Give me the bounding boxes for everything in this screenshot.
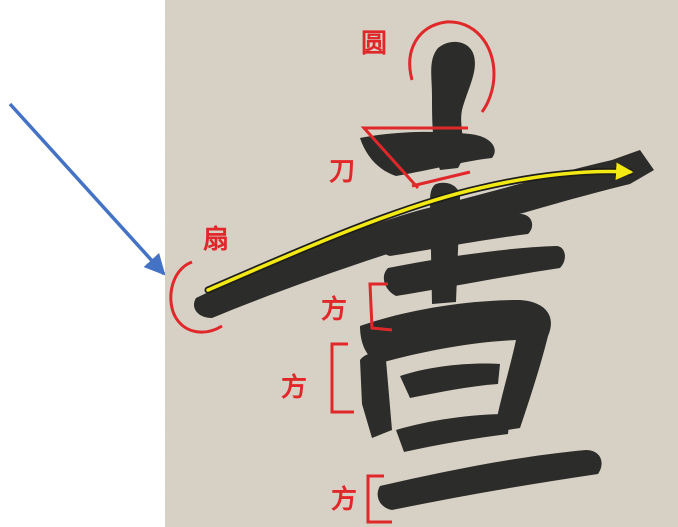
round-arc-mark: [408, 20, 496, 113]
pointer-arrow: [8, 102, 166, 276]
red-annotation-marks: [169, 20, 496, 524]
fan-arc-mark: [169, 260, 223, 334]
round-label: 圆: [361, 29, 387, 59]
knife-angle-mark: [360, 126, 468, 190]
stroke-direction-arrow-highlight: [206, 162, 634, 292]
fan-label: 扇: [203, 224, 229, 255]
calligraphy-character: [193, 41, 655, 510]
knife-cut-mark: [411, 170, 471, 188]
square-label-3: 方: [331, 484, 357, 515]
square-bracket-mark-2: [330, 342, 354, 414]
square-label-2: 方: [281, 372, 307, 403]
knife-label: 刀: [329, 157, 355, 187]
square-label-1: 方: [321, 294, 347, 325]
square-bracket-mark-3: [366, 474, 392, 524]
square-bracket-mark-1: [368, 282, 393, 332]
